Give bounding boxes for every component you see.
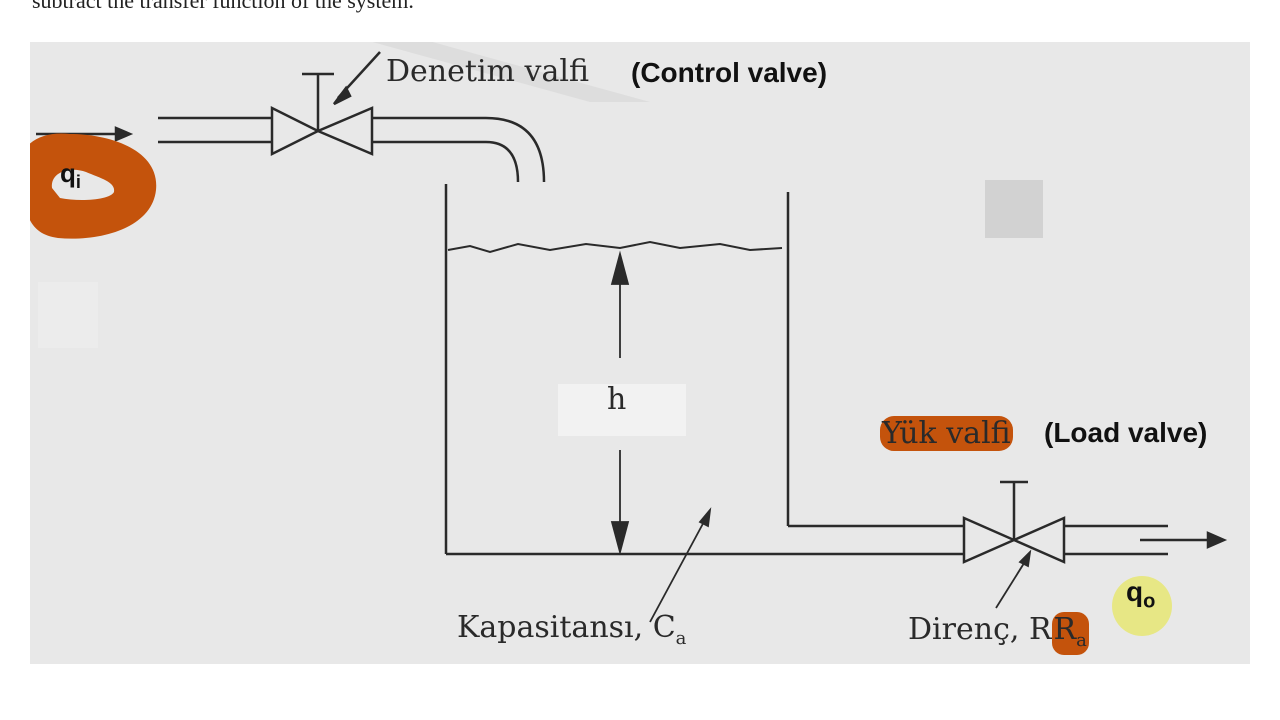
tank: [444, 184, 964, 556]
blank-patch: [985, 180, 1043, 238]
outflow-arrow: [1140, 531, 1228, 549]
watermark-stripe: [372, 42, 650, 102]
outflow-label: qo: [1126, 576, 1156, 613]
tank-system-diagram: [30, 42, 1228, 623]
control-valve-label-tr: Denetim valfi: [386, 54, 589, 89]
diagram-photo: qi Denetim valfi (Control valve) h Yük v…: [30, 42, 1250, 664]
blank-patch: [38, 282, 98, 348]
load-valve-label-en: (Load valve): [1044, 417, 1208, 448]
level-label: h: [607, 382, 627, 417]
callout-lines: [649, 507, 1032, 623]
inlet-pipe: [158, 116, 546, 183]
page-caption: subtract the transfer function of the sy…: [32, 0, 414, 13]
capacitance-label: Kapasitansı, Ca: [457, 610, 687, 649]
load-valve: [962, 480, 1066, 564]
level-arrows: [610, 250, 630, 556]
load-valve-label-tr: Yük valfi: [880, 416, 1013, 451]
inflow-arrow: [36, 126, 134, 142]
control-valve-label-en: (Control valve): [631, 57, 828, 88]
qi-highlight-scribble: [30, 133, 157, 239]
inflow-label: qi: [60, 158, 81, 193]
outlet-pipe: [1064, 524, 1168, 556]
resistance-label: Direnç, RaRa: [908, 612, 1089, 655]
control-valve: [270, 51, 381, 157]
cursor-highlight: [1112, 576, 1172, 636]
blank-patch: [558, 384, 686, 436]
